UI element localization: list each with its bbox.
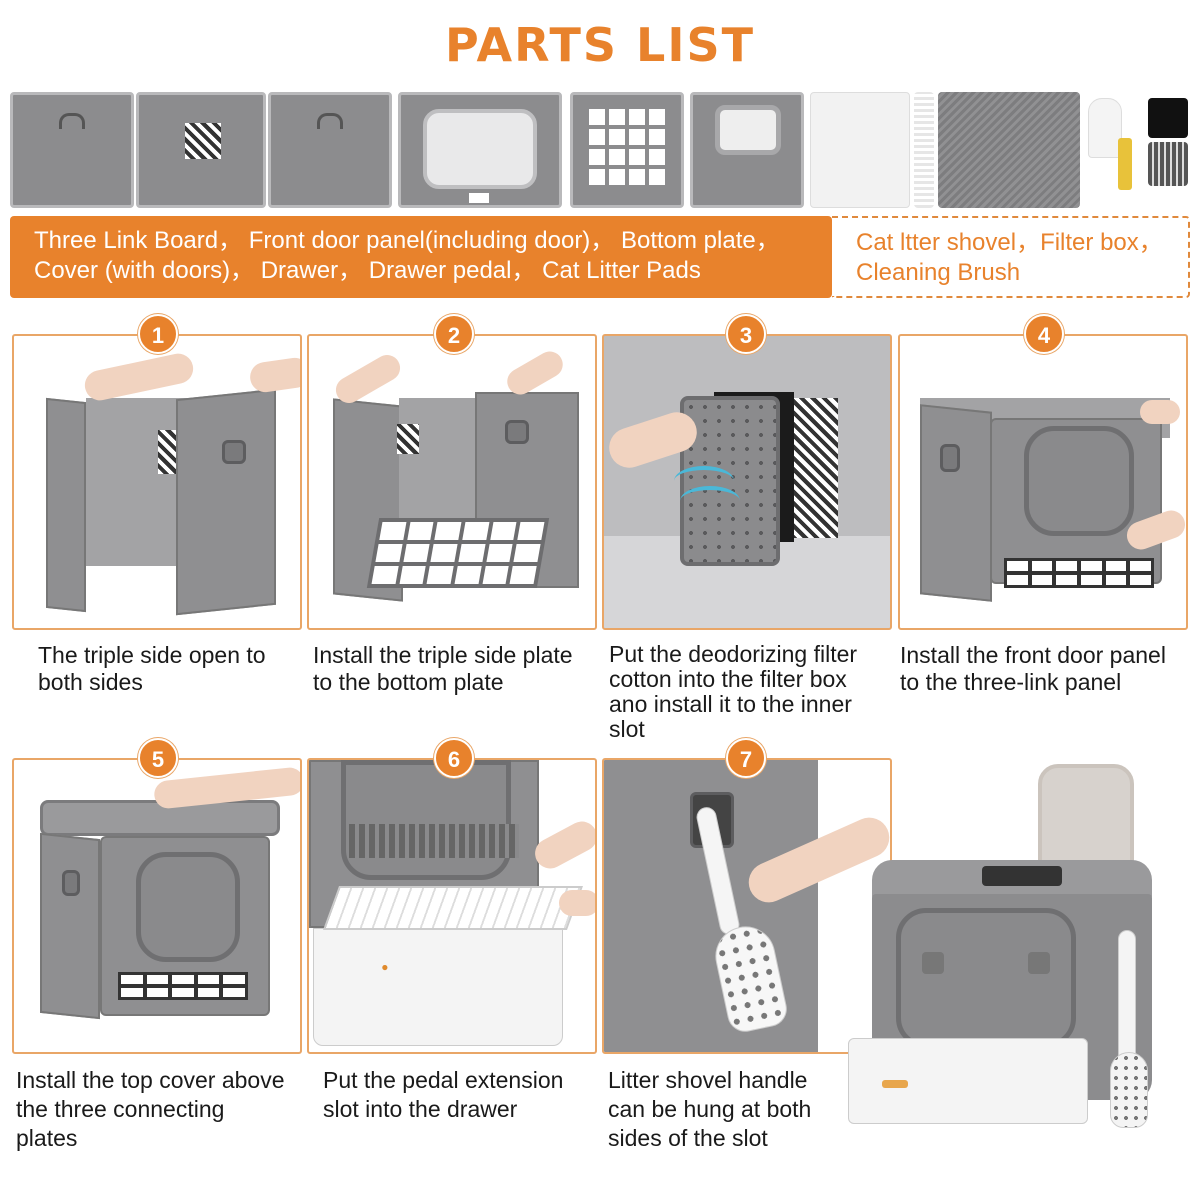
front-door-panel-image — [398, 92, 562, 208]
accessories-line-1: Cat ltter shovel，Filter box， — [856, 229, 1163, 256]
step-1-badge: 1 — [138, 314, 178, 354]
step-5-caption: Install the top cover above the three co… — [16, 1067, 285, 1151]
step-4-panel — [898, 334, 1188, 630]
step-2-caption: Install the triple side plate to the bot… — [313, 642, 573, 695]
step-3-caption: Put the deodorizing filter cotton into t… — [609, 641, 858, 742]
step-5-badge: 5 — [138, 738, 178, 778]
step-6-panel: ● — [307, 758, 597, 1054]
accessories-banner: Cat ltter shovel，Filter box， Cleaning Br… — [832, 216, 1190, 298]
accessories-line-2: Cleaning Brush — [856, 259, 1021, 286]
step-6-caption: Put the pedal extension slot into the dr… — [323, 1067, 564, 1122]
step-7-panel — [602, 758, 892, 1054]
step-4-badge: 4 — [1024, 314, 1064, 354]
step-4-caption: Install the front door panel to the thre… — [900, 642, 1166, 695]
drawer-pedal-image — [914, 92, 934, 208]
cat-litter-pad-image — [938, 92, 1080, 208]
step-7-badge: 7 — [726, 738, 766, 778]
included-parts-banner: Three Link Board， Front door panel(inclu… — [10, 216, 832, 298]
three-link-board-right-image — [268, 92, 392, 208]
cover-image — [690, 92, 804, 208]
three-link-board-center-image — [136, 92, 266, 208]
step-5-panel — [12, 758, 302, 1054]
drawer-image — [810, 92, 910, 208]
step-3-badge: 3 — [726, 314, 766, 354]
step-2-badge: 2 — [434, 314, 474, 354]
included-parts-line-2: Cover (with doors)， Drawer， Drawer pedal… — [34, 257, 701, 284]
step-6-badge: 6 — [434, 738, 474, 778]
cleaning-brush-image — [1118, 138, 1132, 190]
cat-litter-shovel-image — [1088, 98, 1122, 158]
filter-box-image — [1148, 98, 1188, 138]
included-parts-line-1: Three Link Board， Front door panel(inclu… — [34, 227, 780, 254]
step-7-caption: Litter shovel handle can be hung at both… — [608, 1067, 812, 1151]
step-3-panel — [602, 334, 892, 630]
page-title: PARTS LIST — [445, 18, 755, 72]
step-1-panel — [12, 334, 302, 630]
step-2-panel — [307, 334, 597, 630]
assembled-litter-box-image — [842, 760, 1162, 1150]
filter-box-open-image — [1148, 142, 1188, 186]
three-link-board-image — [10, 92, 134, 208]
bottom-plate-image — [570, 92, 684, 208]
step-1-caption: The triple side open to both sides — [38, 642, 266, 695]
parts-strip — [10, 92, 1190, 208]
